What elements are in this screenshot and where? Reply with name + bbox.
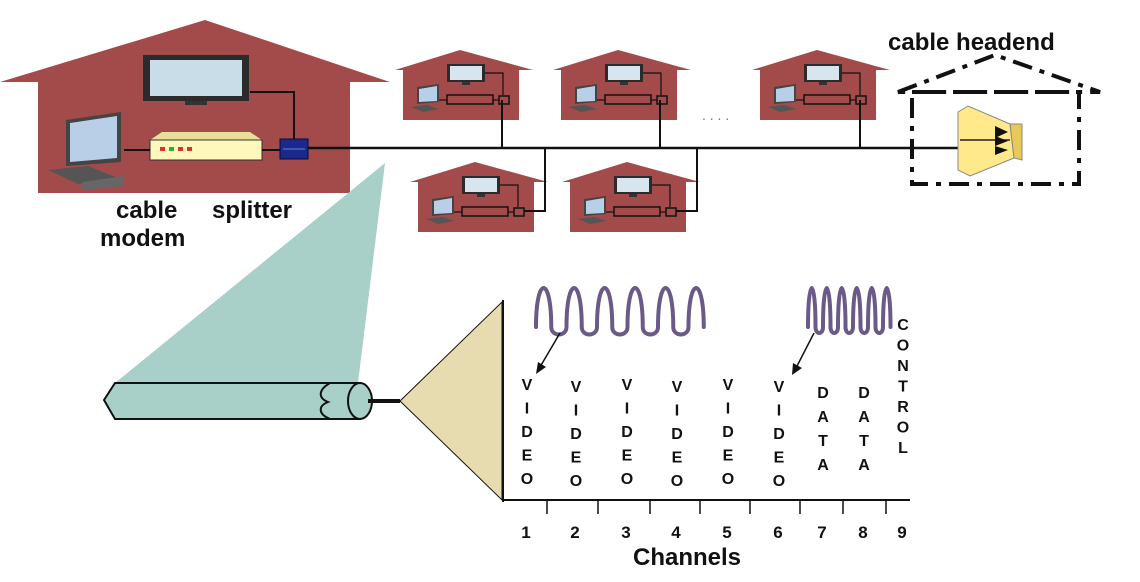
television-icon: [605, 64, 643, 85]
small-houses: [395, 50, 890, 232]
channel-ticks: [546, 500, 887, 514]
data-signal-wave: [806, 286, 893, 335]
desktop-computer-icon: [411, 84, 439, 112]
television-icon: [462, 176, 500, 197]
main-house: [0, 20, 390, 193]
main-house-shape: [0, 20, 390, 193]
small-house: [410, 162, 548, 232]
house-wiring: [124, 91, 295, 151]
desktop-computer-icon: [569, 84, 597, 112]
channel-number-labels: 1 2 3 4 5 6 7 8 9: [521, 523, 906, 542]
channel-number: 3: [621, 523, 630, 542]
splitter-icon: [665, 207, 677, 217]
cable-headend: [897, 52, 1101, 186]
headend-box: [910, 90, 1081, 186]
desktop-computer-icon: [768, 84, 796, 112]
cable-modem-icon: [439, 72, 504, 105]
video-signal-wave: [534, 286, 706, 337]
ellipsis: . . . .: [702, 107, 729, 123]
channel-number: 1: [521, 523, 530, 542]
zoom-cone: [115, 163, 385, 383]
television-icon: [804, 64, 842, 85]
drop-cables: [501, 100, 861, 212]
channels-axis-title: Channels: [633, 544, 741, 571]
wave-arrows: [536, 332, 815, 375]
small-house: [395, 50, 533, 120]
cable-headend-label: cable headend: [888, 29, 1055, 56]
cable-modem-icon: [149, 132, 263, 161]
splitter-label: splitter: [212, 197, 292, 224]
television-icon: [447, 64, 485, 85]
headend-outline: [897, 52, 1101, 94]
desktop-computer-icon: [578, 196, 606, 224]
desktop-computer-icon: [426, 196, 454, 224]
channel-number: 2: [570, 523, 579, 542]
channel-number: 7: [817, 523, 826, 542]
cable-modem-icon: [454, 184, 519, 217]
small-house: [752, 50, 890, 120]
channel-number: 8: [858, 523, 867, 542]
channel-number: 5: [722, 523, 731, 542]
splitter-icon: [513, 207, 525, 217]
cable-label: cable: [116, 197, 177, 224]
channel-number: 6: [773, 523, 782, 542]
channel-number: 4: [671, 523, 681, 542]
splitter-icon: [656, 95, 668, 105]
television-icon: [614, 176, 652, 197]
desktop-computer-icon: [48, 112, 124, 190]
frequency-fan: [399, 300, 503, 502]
channel-number: 9: [897, 523, 906, 542]
cable-modem-icon: [606, 184, 671, 217]
cable-modem-icon: [796, 72, 861, 105]
splitter-icon: [279, 138, 309, 160]
coax-cable-icon: [102, 382, 400, 420]
small-house: [553, 50, 691, 120]
modem-label: modem: [100, 225, 185, 252]
headend-equipment-icon: [957, 105, 1023, 177]
cable-modem-icon: [597, 72, 662, 105]
small-house: [562, 162, 700, 232]
television-icon: [143, 55, 249, 105]
splitter-icon: [498, 95, 510, 105]
